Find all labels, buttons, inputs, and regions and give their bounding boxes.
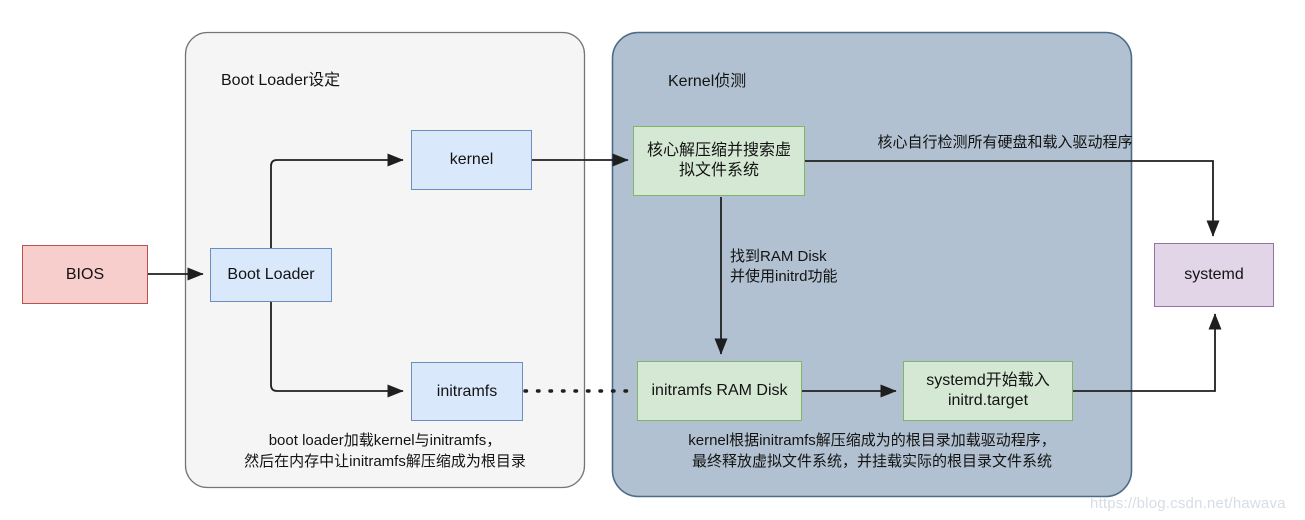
edge-label-kernel-detect-hardware: 核心自行检测所有硬盘和载入驱动程序 [877,134,1133,151]
node-systemd-initrd-target[interactable]: systemd开始载入 initrd.target [903,361,1073,421]
kernel-group-label: Kernel侦测 [668,73,747,90]
boot-loader-group-label: Boot Loader设定 [221,72,341,89]
node-kernel-decompress[interactable]: 核心解压缩并搜索虚 拟文件系统 [633,126,805,196]
watermark: https://blog.csdn.net/hawava [1090,495,1286,512]
edge-decompress-to-systemd [805,160,1220,237]
edge-bootloader-to-kernel [270,153,404,248]
caption-boot-loader-group: boot loader加载kernel与initramfs， 然后在内存中让in… [244,432,526,470]
edge-bootloader-to-initramfs [270,301,404,398]
node-kernel[interactable]: kernel [411,130,532,190]
edge-label-found-ram-disk: 找到RAM Disk 并使用initrd功能 [730,248,838,286]
caption-kernel-group: kernel根据initramfs解压缩成为的根目录加载驱动程序， 最终释放虚拟… [688,432,1056,470]
edge-initrdtarget-to-systemd [1073,313,1222,392]
node-bios[interactable]: BIOS [22,245,148,304]
node-initramfs[interactable]: initramfs [411,362,523,421]
node-boot-loader[interactable]: Boot Loader [210,248,332,302]
node-initramfs-ram-disk[interactable]: initramfs RAM Disk [637,361,802,421]
node-systemd[interactable]: systemd [1154,243,1274,307]
